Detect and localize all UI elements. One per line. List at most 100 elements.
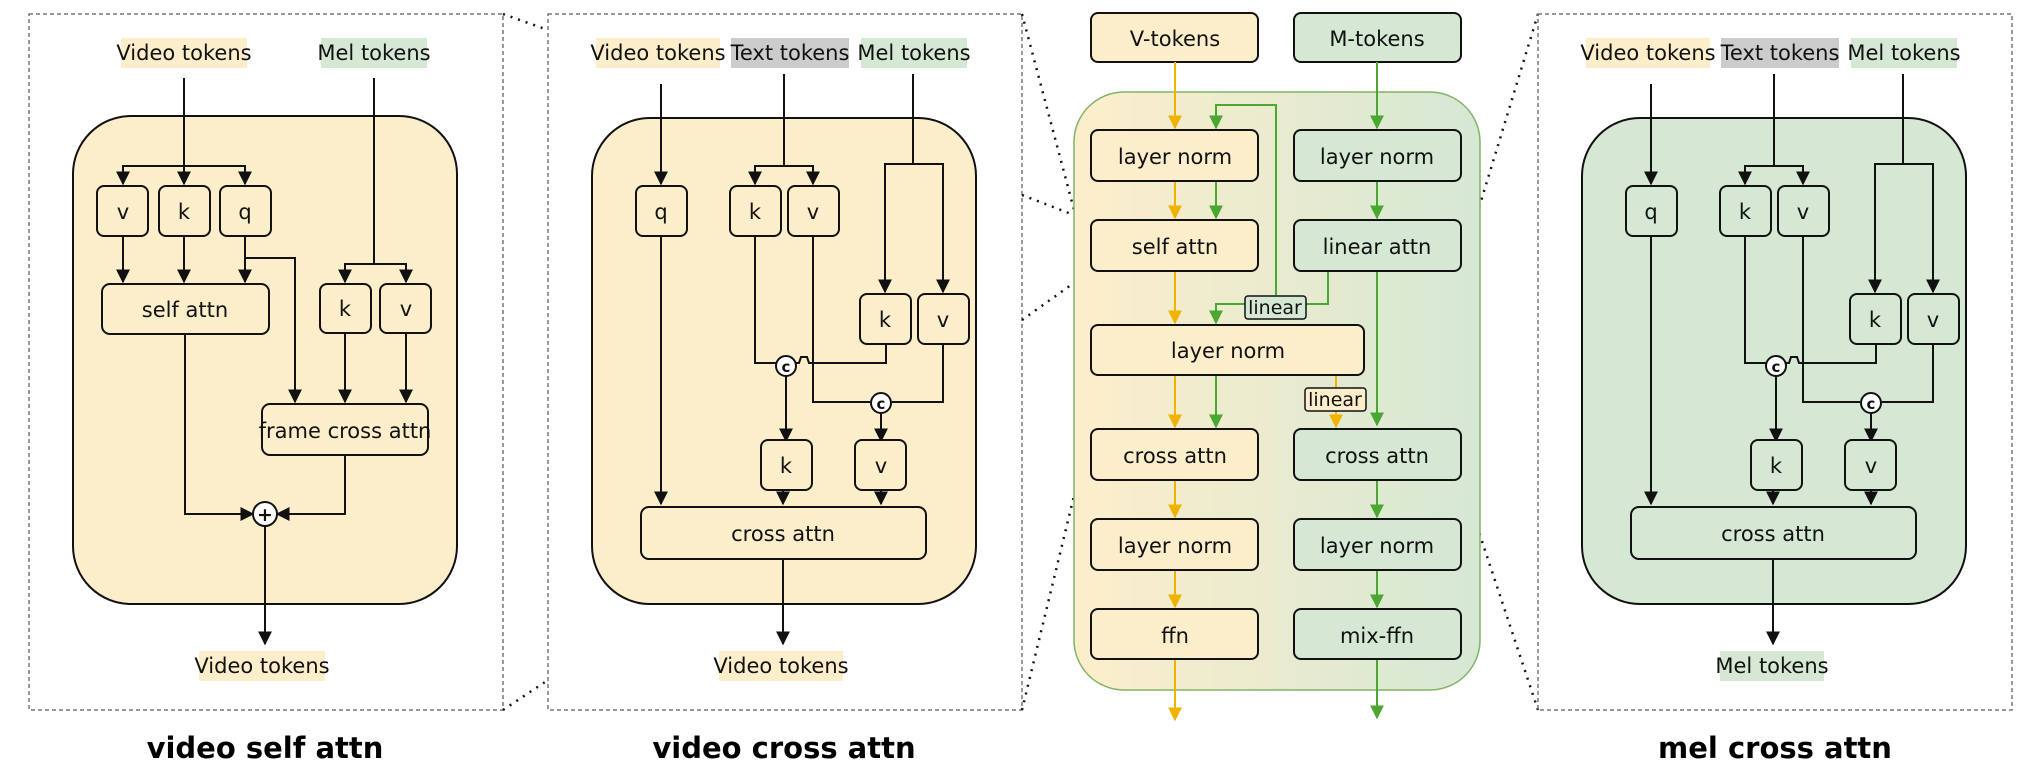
mel-arrows	[1209, 62, 1384, 720]
concat-node-k	[1765, 355, 1787, 377]
v-cross-attn	[1090, 428, 1259, 481]
output-video-tokens: Video tokens	[713, 654, 848, 678]
k-text-label: k	[749, 200, 762, 224]
panel-title: video cross attn	[652, 731, 915, 765]
panel-frame	[28, 13, 504, 711]
input-mel-tokens: Mel tokens	[857, 41, 970, 65]
panel-title: mel cross attn	[1658, 731, 1892, 765]
k-mel-label: k	[879, 308, 892, 332]
concat-node-k	[775, 355, 797, 377]
k-mel-label: k	[339, 297, 352, 321]
mel-token-highlight	[861, 38, 967, 68]
panel-title: video self attn	[147, 731, 384, 765]
output-video-tokens: Video tokens	[194, 654, 329, 678]
m-cross-attn-label: cross attn	[1325, 444, 1429, 468]
linear-tag-1	[1244, 295, 1307, 320]
m-layer-norm-2-label: layer norm	[1320, 534, 1434, 558]
concat-k-label: c	[1772, 358, 1781, 376]
k-box-video	[1849, 293, 1902, 345]
v-box-mel	[917, 293, 970, 345]
linear-tag-2-label: linear	[1308, 389, 1362, 411]
input-mel-tokens: Mel tokens	[1847, 41, 1960, 65]
m-layer-norm-1	[1293, 129, 1462, 182]
q-box	[635, 185, 688, 237]
cross-attn-label: cross attn	[731, 522, 835, 546]
k-box	[158, 185, 211, 237]
panel-main-block: V-tokens M-tokens	[1073, 12, 1481, 722]
concat-v-label: c	[877, 395, 886, 413]
v-concat-label: v	[1865, 454, 1877, 478]
k-box-concat	[760, 439, 813, 491]
video-arrows	[1168, 62, 1343, 722]
v-self-attn-label: self attn	[1132, 235, 1218, 259]
v-text-label: v	[807, 200, 819, 224]
v-video-label: v	[1927, 308, 1939, 332]
m-mix-ffn-label: mix-ffn	[1340, 624, 1414, 648]
frame-cross-attn-label: frame cross attn	[259, 419, 432, 443]
k-concat-label: k	[780, 454, 793, 478]
video-token-highlight	[1586, 38, 1710, 68]
m-linear-attn-label: linear attn	[1323, 235, 1432, 259]
v-layer-norm-2-label: layer norm	[1118, 534, 1232, 558]
v-box	[96, 185, 149, 237]
plus-label: +	[257, 504, 273, 526]
input-video-tokens: Video tokens	[590, 41, 725, 65]
m-layer-norm-2	[1293, 518, 1462, 571]
linear-tag-1-label: linear	[1248, 297, 1302, 319]
q-box	[1625, 185, 1678, 237]
v-box-text	[1777, 185, 1830, 237]
text-token-highlight	[731, 38, 849, 68]
linear-tag-2	[1304, 387, 1367, 412]
k-box-mel	[319, 283, 372, 334]
k-box-text	[729, 185, 782, 237]
k-concat-label: k	[1770, 454, 1783, 478]
k-box-mel	[859, 293, 912, 345]
m-mix-ffn	[1293, 608, 1462, 660]
video-token-highlight	[121, 38, 247, 68]
k-text-label: k	[1739, 200, 1752, 224]
self-attn-box	[101, 283, 270, 335]
input-text-tokens: Text tokens	[1720, 41, 1840, 65]
v-ffn	[1090, 608, 1259, 660]
panel-frame	[1537, 13, 2013, 711]
v-mel-label: v	[937, 308, 949, 332]
v-layer-norm-2	[1090, 518, 1259, 571]
m-layer-norm-1-label: layer norm	[1320, 145, 1434, 169]
v-layer-norm-1	[1090, 129, 1259, 182]
concat-k-label: c	[782, 358, 791, 376]
v-box-text	[787, 185, 840, 237]
panel-video-self-attn: Video tokens Mel tokens v k q self attn	[28, 13, 504, 765]
v-cross-attn-label: cross attn	[1123, 444, 1227, 468]
v-tokens-label: V-tokens	[1130, 27, 1220, 51]
q-box	[219, 185, 272, 237]
add-node	[252, 501, 278, 527]
input-video-tokens: Video tokens	[116, 41, 251, 65]
k-label: k	[178, 200, 191, 224]
v-concat-label: v	[875, 454, 887, 478]
v-box-concat	[1844, 439, 1897, 491]
q-label: q	[654, 200, 667, 224]
k-box-text	[1719, 185, 1772, 237]
m-cross-attn	[1293, 428, 1462, 481]
mel-token-highlight	[321, 38, 427, 68]
panel-mel-cross-attn: Video tokens Text tokens Mel tokens q k	[1537, 13, 2013, 765]
concat-node-v	[1860, 392, 1882, 414]
v-label: v	[117, 200, 129, 224]
output-highlight	[199, 651, 325, 681]
shared-layer-norm-label: layer norm	[1171, 339, 1285, 363]
m-tokens-label: M-tokens	[1329, 27, 1424, 51]
concat-node-v	[870, 392, 892, 414]
v-text-label: v	[1797, 200, 1809, 224]
v-mel-label: v	[400, 297, 412, 321]
q-label: q	[1644, 200, 1657, 224]
output-highlight	[719, 651, 843, 681]
self-attn-label: self attn	[142, 298, 228, 322]
v-layer-norm-1-label: layer norm	[1118, 145, 1232, 169]
v-box-video	[1907, 293, 1960, 345]
concat-v-label: c	[1867, 395, 1876, 413]
shared-layer-norm	[1090, 324, 1365, 376]
cross-attn-box	[1630, 506, 1917, 560]
mel-token-highlight	[1851, 38, 1957, 68]
output-mel-tokens: Mel tokens	[1715, 654, 1828, 678]
v-ffn-label: ffn	[1161, 624, 1189, 648]
